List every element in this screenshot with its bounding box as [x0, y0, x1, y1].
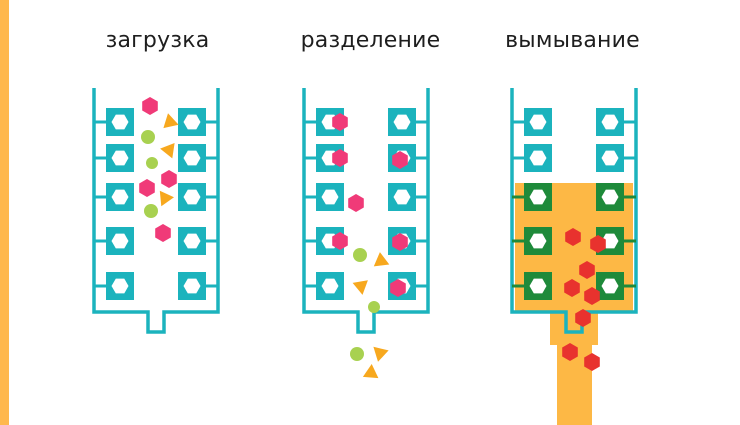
binding-site	[111, 114, 129, 130]
column-wall	[92, 88, 220, 334]
impurity-triangle	[160, 143, 175, 159]
impurity-sphere	[144, 204, 158, 218]
impurity-triangle	[352, 280, 368, 295]
binding-site	[321, 189, 339, 205]
impurity-triangle	[163, 113, 179, 129]
binding-site	[111, 189, 129, 205]
binding-site	[393, 189, 411, 205]
target-molecule	[332, 149, 348, 167]
impurity-sphere	[368, 301, 380, 313]
binding-site	[529, 189, 547, 205]
target-molecule	[155, 224, 171, 242]
target-molecule	[579, 261, 595, 279]
target-molecule	[332, 232, 348, 250]
impurity-sphere	[146, 157, 158, 169]
target-molecule	[562, 343, 578, 361]
stage-label-loading: загрузка	[105, 28, 210, 53]
target-molecule	[332, 113, 348, 131]
stage-label-separation: разделение	[300, 28, 441, 53]
binding-site	[183, 278, 201, 294]
eluent-layer	[515, 183, 633, 425]
binding-site	[111, 150, 129, 166]
target-molecule	[575, 309, 591, 327]
column-wall	[302, 88, 430, 334]
target-molecule	[584, 287, 600, 305]
stage-label-elution: вымывание	[505, 28, 640, 53]
column-elution	[510, 88, 638, 334]
particles	[139, 97, 606, 379]
binding-site	[601, 278, 619, 294]
binding-site	[601, 150, 619, 166]
target-molecule	[348, 194, 364, 212]
target-molecule	[564, 279, 580, 297]
column-separation	[302, 88, 430, 334]
binding-site	[183, 189, 201, 205]
binding-site	[601, 114, 619, 130]
impurity-triangle	[373, 252, 390, 267]
impurity-triangle	[362, 364, 379, 379]
binding-site	[529, 114, 547, 130]
target-molecule	[390, 279, 406, 297]
binding-site	[529, 150, 547, 166]
target-molecule	[392, 151, 408, 169]
impurity-sphere	[350, 347, 364, 361]
target-molecule	[565, 228, 581, 246]
binding-site	[529, 278, 547, 294]
target-molecule	[139, 179, 155, 197]
binding-site	[321, 278, 339, 294]
side-accent-bar	[0, 0, 9, 425]
target-molecule	[590, 235, 606, 253]
target-molecule	[584, 353, 600, 371]
binding-site	[393, 114, 411, 130]
binding-site	[111, 233, 129, 249]
binding-site	[111, 278, 129, 294]
impurity-sphere	[353, 248, 367, 262]
binding-site	[601, 189, 619, 205]
impurity-sphere	[141, 130, 155, 144]
binding-site	[183, 114, 201, 130]
binding-site	[183, 233, 201, 249]
column-loading	[92, 88, 220, 334]
binding-site	[529, 233, 547, 249]
binding-site	[183, 150, 201, 166]
column-wall	[510, 88, 638, 334]
target-molecule	[142, 97, 158, 115]
impurity-triangle	[373, 346, 389, 362]
target-molecule	[161, 170, 177, 188]
impurity-triangle	[159, 190, 174, 207]
target-molecule	[392, 233, 408, 251]
